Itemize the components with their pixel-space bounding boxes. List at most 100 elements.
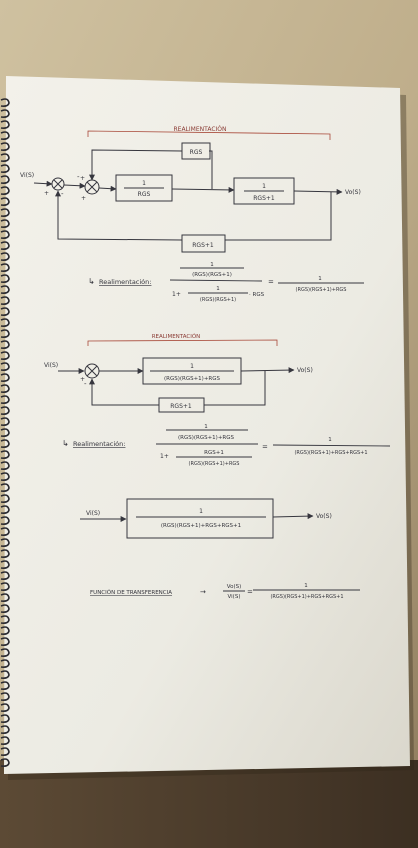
spiral-ring — [0, 351, 10, 360]
eq3-equals: = — [247, 588, 253, 596]
eq2-label: Realimentación: — [73, 440, 125, 448]
eq3-res-den: (RGS)(RGS+1)+RGS+RGS+1 — [270, 594, 343, 600]
equation-2: ↳ Realimentación: 1 (RGS)(RGS+1)+RGS 1+ … — [62, 424, 391, 467]
d2-section-label: REALIMENTACIÓN — [152, 333, 201, 340]
spiral-ring — [0, 582, 10, 591]
spiral-ring — [0, 109, 10, 118]
spiral-ring — [0, 703, 10, 712]
spiral-ring — [0, 219, 10, 228]
spiral-ring — [0, 560, 10, 569]
spiral-ring — [0, 450, 10, 459]
background-desk — [0, 760, 418, 848]
transfer-function: FUNCIÓN DE TRANSFERENCIA → Vo(S) Vi(S) =… — [90, 583, 360, 600]
eq1-equals: = — [268, 278, 274, 286]
d1-sign-plus-b: + — [80, 175, 85, 182]
spiral-ring — [0, 736, 10, 745]
spiral-ring — [0, 318, 10, 327]
spiral-ring — [0, 142, 10, 151]
eq2-big-num: 1 — [204, 424, 208, 430]
d3-block-den: (RGS)(RGS+1)+RGS+RGS+1 — [161, 523, 241, 529]
spiral-ring — [0, 747, 10, 756]
spiral-ring — [0, 285, 10, 294]
eq2-small-num: RGS+1 — [204, 450, 224, 456]
d2-forward-den: (RGS)(RGS+1)+RGS — [164, 376, 221, 382]
d3-block — [126, 498, 274, 539]
d2-sign-minus: - — [84, 380, 87, 388]
eq2-one-plus: 1+ — [160, 453, 169, 460]
eq2-res-num: 1 — [328, 437, 332, 443]
d1-output-label: Vo(S) — [345, 189, 361, 196]
d1-feedback-bottom-label: RGS+1 — [192, 242, 214, 249]
eq1-res-num: 1 — [318, 276, 322, 282]
block-diagram-2: REALIMENTACIÓN Vi(S) + - 1 (RGS)(RGS+1)+… — [44, 333, 313, 413]
eq1-label: Realimentación: — [99, 278, 151, 286]
spiral-ring — [0, 714, 10, 723]
d1-feedback-top-block — [181, 142, 211, 160]
eq2-small-den: (RGS)(RGS+1)+RGS — [189, 461, 240, 467]
spiral-ring — [0, 164, 10, 173]
d1-sign-plus-c: + — [81, 195, 86, 202]
spiral-ring — [0, 659, 10, 668]
spiral-ring — [0, 615, 10, 624]
spiral-ring — [0, 494, 10, 503]
spiral-ring — [0, 263, 10, 272]
eq2-big-num-den: (RGS)(RGS+1)+RGS — [178, 435, 235, 441]
spiral-ring — [0, 175, 10, 184]
d2-feedback-label: RGS+1 — [170, 403, 192, 410]
spiral-ring — [0, 439, 10, 448]
spiral-binding — [0, 98, 10, 767]
eq2-arrow: ↳ — [62, 439, 69, 448]
eq3-lhs-num: Vo(S) — [227, 584, 241, 590]
spiral-ring — [0, 131, 10, 140]
spiral-ring — [0, 417, 10, 426]
spiral-ring — [0, 758, 10, 767]
spiral-ring — [0, 384, 10, 393]
eq1-big-num: 1 — [210, 262, 214, 268]
spiral-ring — [0, 329, 10, 338]
spiral-ring — [0, 626, 10, 635]
eq1-small-num: 1 — [216, 286, 220, 292]
spiral-ring — [0, 98, 10, 107]
d1-sign-minus-b: - — [77, 173, 80, 181]
spiral-ring — [0, 274, 10, 283]
d2-sign-plus: + — [80, 376, 85, 383]
equation-1: ↳ Realimentación: 1 (RGS)(RGS+1) 1+ 1 (R… — [88, 262, 364, 303]
d1-block1-den: RGS — [138, 191, 151, 198]
spiral-ring — [0, 340, 10, 349]
d1-feedback-bottom-block — [181, 234, 226, 253]
spiral-ring — [0, 373, 10, 382]
d1-section-label: REALIMENTACIÓN — [173, 126, 226, 133]
spiral-ring — [0, 538, 10, 547]
spiral-ring — [0, 406, 10, 415]
spiral-ring — [0, 197, 10, 206]
d3-output-label: Vo(S) — [316, 513, 332, 520]
block-diagram-1: REALIMENTACIÓN Vi(S) + - + - + 1 RGS 1 R… — [20, 126, 361, 253]
d1-feedback-top-label: RGS — [190, 149, 203, 156]
spiral-ring — [0, 120, 10, 129]
d1-input-label: Vi(S) — [20, 172, 34, 179]
d1-sign-plus-a: + — [44, 190, 49, 197]
d1-block2-num: 1 — [262, 183, 266, 190]
eq1-small-den: (RGS)(RGS+1) — [200, 297, 236, 303]
eq2-res-den: (RGS)(RGS+1)+RGS+RGS+1 — [294, 450, 367, 456]
spiral-ring — [0, 230, 10, 239]
eq3-arrow: → — [200, 588, 206, 596]
eq1-one-plus: 1+ — [172, 291, 181, 298]
spiral-ring — [0, 472, 10, 481]
spiral-ring — [0, 153, 10, 162]
d1-block1-num: 1 — [142, 180, 146, 187]
eq1-times: · RGS — [249, 292, 265, 298]
spiral-ring — [0, 252, 10, 261]
spiral-ring — [0, 461, 10, 470]
block-diagram-3: Vi(S) 1 (RGS)(RGS+1)+RGS+RGS+1 Vo(S) — [80, 498, 332, 539]
eq2-equals: = — [262, 443, 268, 451]
spiral-ring — [0, 428, 10, 437]
d3-block-num: 1 — [199, 508, 203, 515]
eq1-big-num-den: (RGS)(RGS+1) — [192, 272, 232, 278]
spiral-ring — [0, 483, 10, 492]
spiral-ring — [0, 681, 10, 690]
d2-input-label: Vi(S) — [44, 362, 58, 369]
eq1-res-den: (RGS)(RGS+1)+RGS — [296, 287, 347, 293]
spiral-ring — [0, 692, 10, 701]
spiral-ring — [0, 241, 10, 250]
